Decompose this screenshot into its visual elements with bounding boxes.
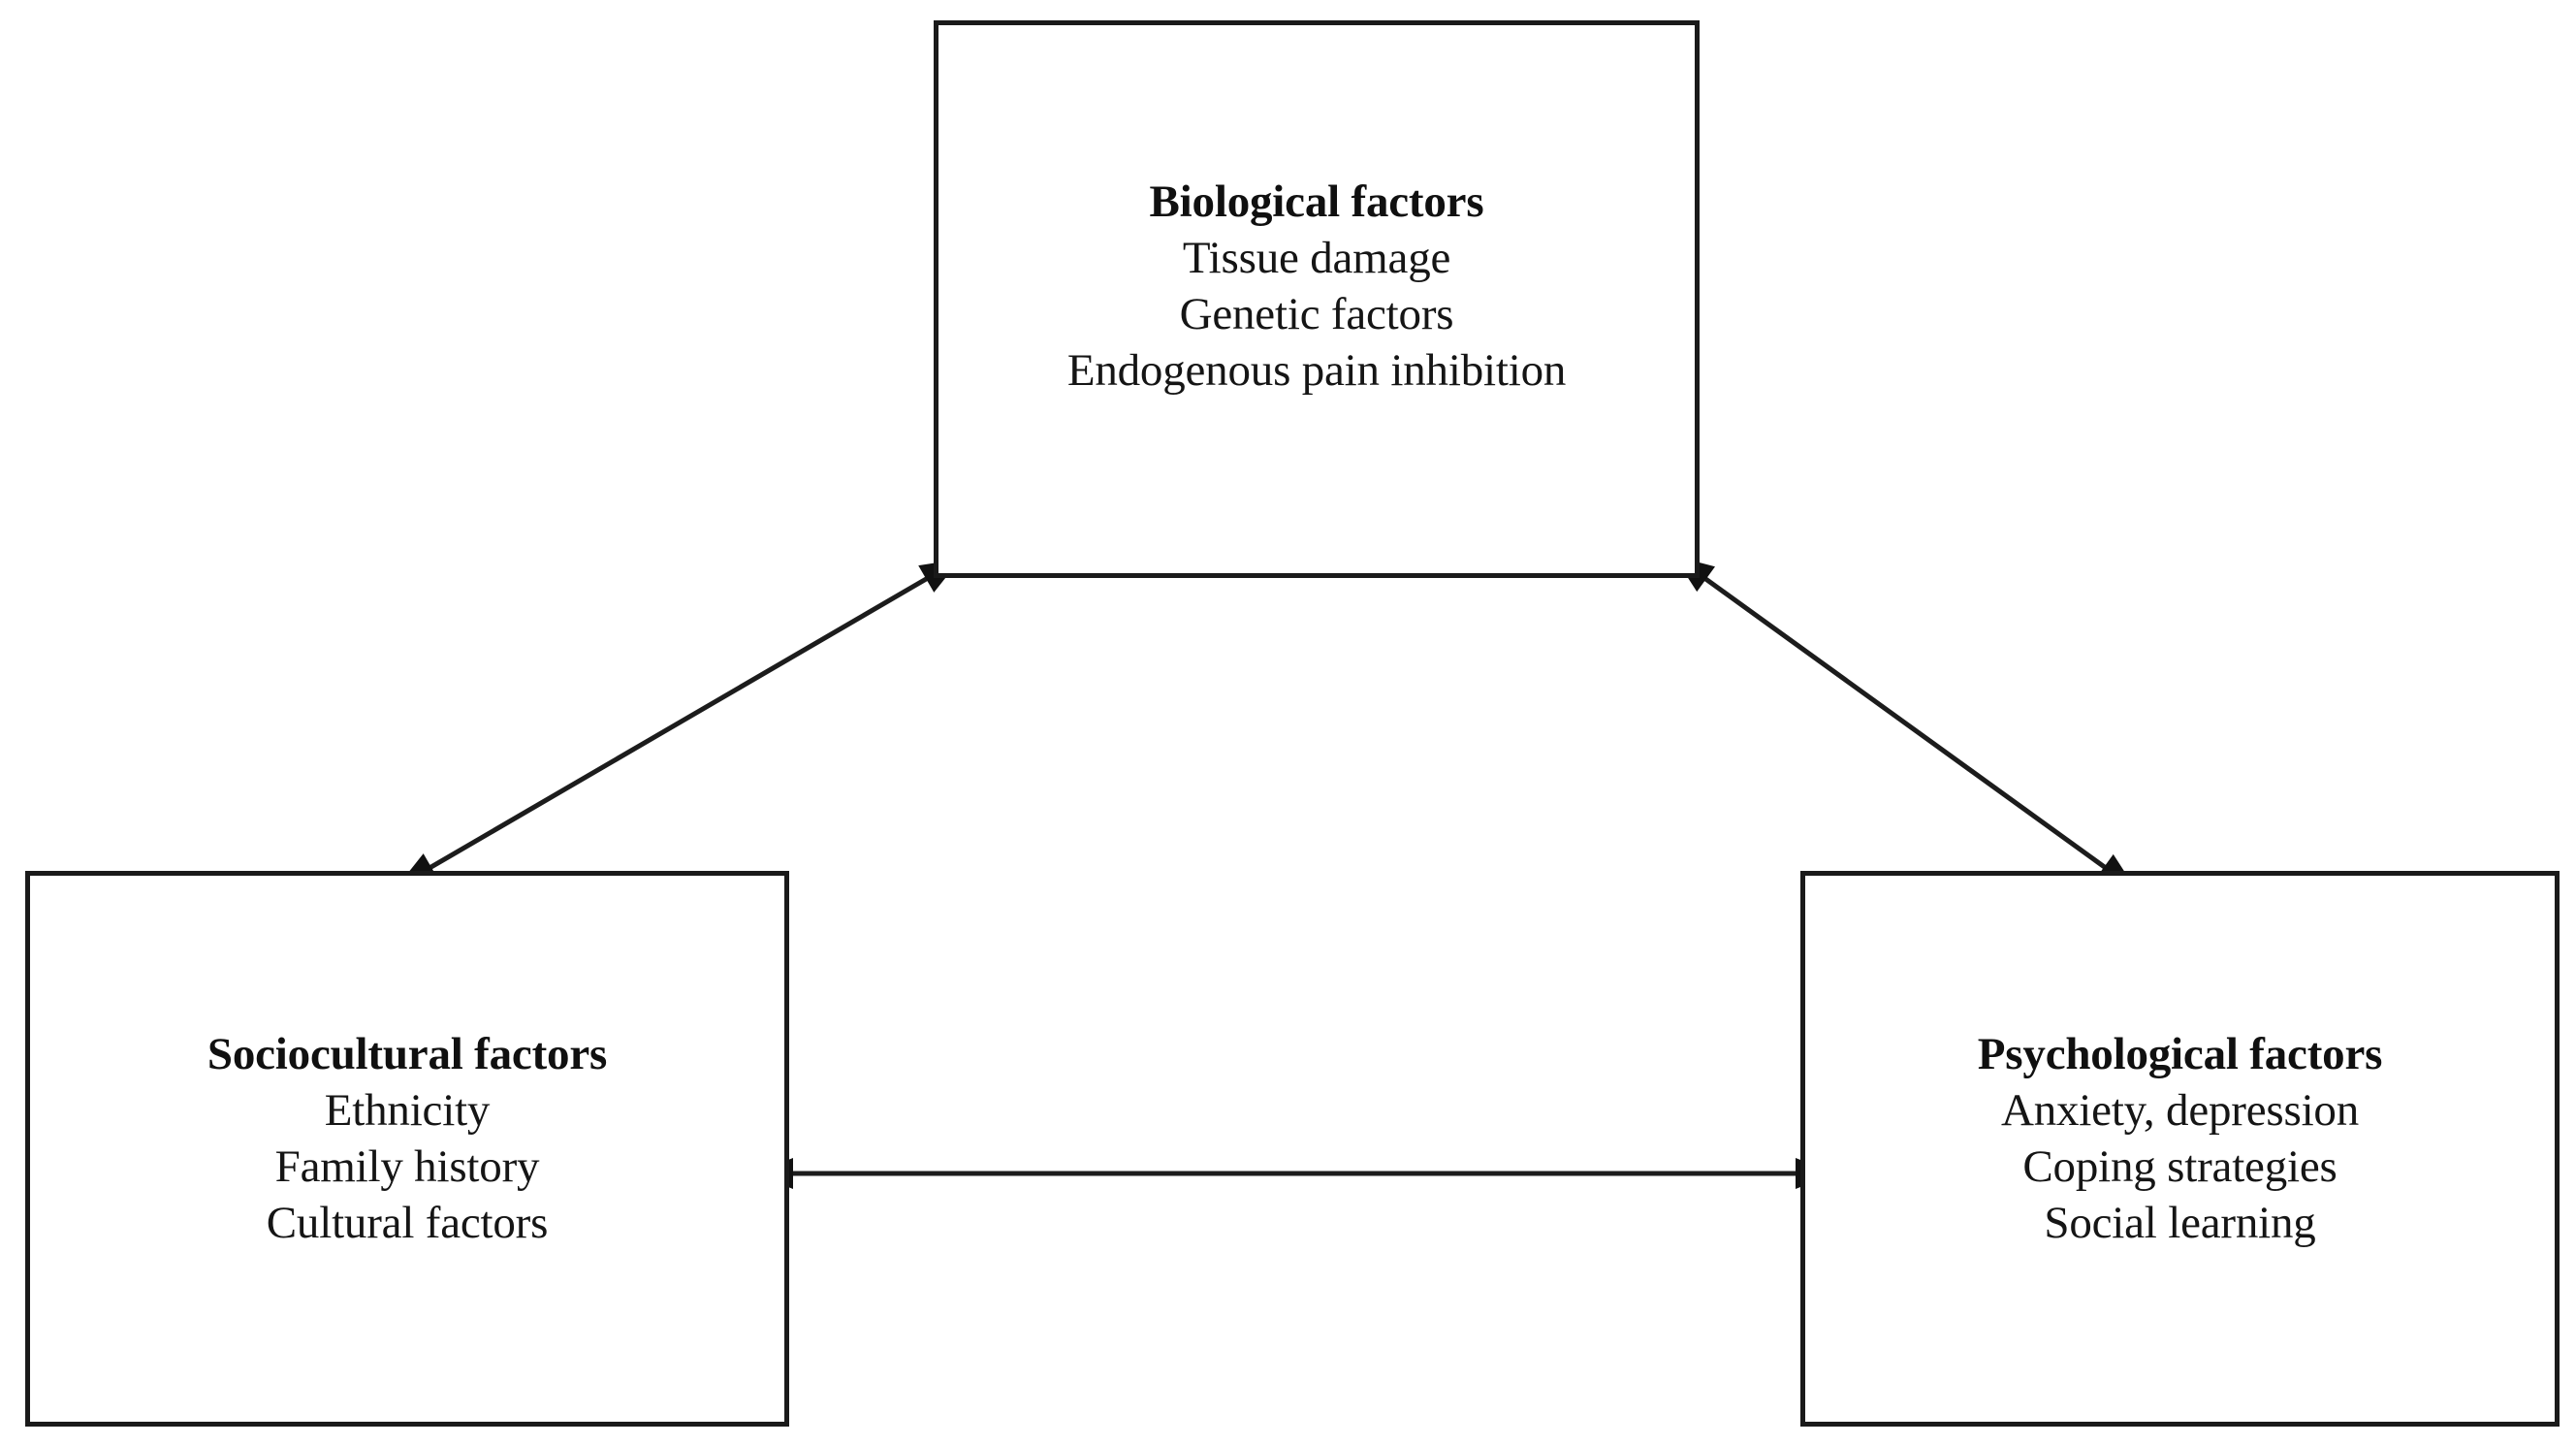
- node-psychological-item-0: Anxiety, depression: [2000, 1085, 2360, 1136]
- node-sociocultural-item-0: Ethnicity: [324, 1085, 491, 1136]
- node-sociocultural-item-2: Cultural factors: [266, 1198, 549, 1248]
- connector-biological-psychological: [1673, 556, 2137, 890]
- node-biological-title: Biological factors: [1149, 177, 1484, 227]
- node-sociocultural-title: Sociocultural factors: [207, 1029, 608, 1079]
- node-biological-item-1: Genetic factors: [1179, 289, 1454, 339]
- node-psychological-item-1: Coping strategies: [2022, 1141, 2337, 1192]
- node-biological-item-2: Endogenous pain inhibition: [1066, 345, 1567, 396]
- node-psychological-factors: Psychological factors Anxiety, depressio…: [1800, 871, 2560, 1427]
- node-sociocultural-factors: Sociocultural factors Ethnicity Family h…: [25, 871, 789, 1427]
- node-psychological-title: Psychological factors: [1977, 1029, 2383, 1079]
- node-sociocultural-item-1: Family history: [274, 1141, 540, 1192]
- node-psychological-item-2: Social learning: [2044, 1198, 2316, 1248]
- connector-biological-sociocultural: [397, 559, 961, 887]
- node-biological-factors: Biological factors Tissue damage Genetic…: [934, 20, 1700, 578]
- node-biological-item-0: Tissue damage: [1182, 233, 1451, 283]
